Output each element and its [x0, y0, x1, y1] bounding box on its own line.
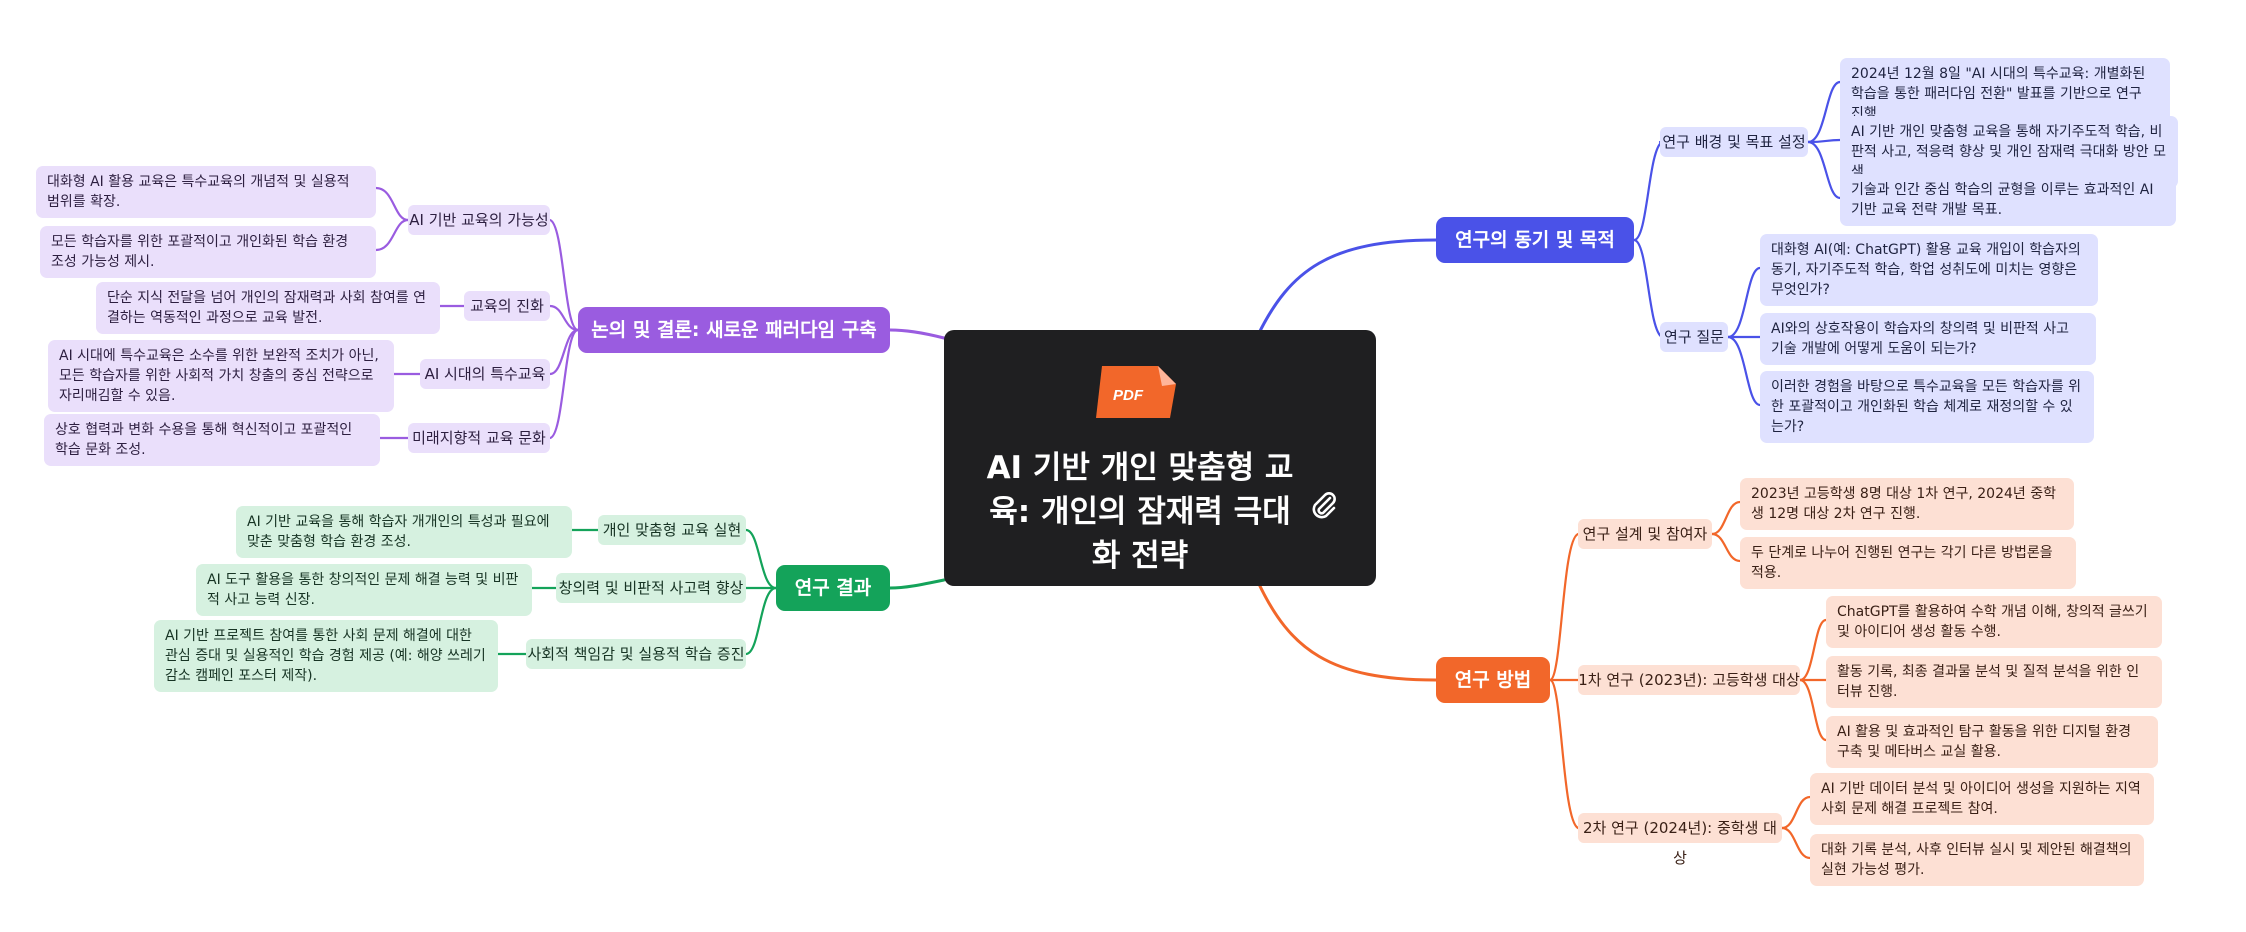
- branch-method[interactable]: 연구 방법: [1436, 657, 1550, 703]
- leaf-second-study-1[interactable]: AI 기반 데이터 분석 및 아이디어 생성을 지원하는 지역사회 문제 해결 …: [1810, 773, 2154, 825]
- leaf-discussion-1[interactable]: 대화형 AI 활용 교육은 특수교육의 개념적 및 실용적 범위를 확장.: [36, 166, 376, 218]
- branch-motivation[interactable]: 연구의 동기 및 목적: [1436, 217, 1634, 263]
- connector-results-sub3: [744, 586, 778, 656]
- branch-discussion[interactable]: 논의 및 결론: 새로운 패러다임 구축: [578, 307, 890, 353]
- leaf-motivation-3[interactable]: 기술과 인간 중심 학습의 균형을 이루는 효과적인 AI 기반 교육 전략 개…: [1840, 174, 2176, 226]
- connector-center-motivation: [1256, 238, 1438, 337]
- subtopic-research-design[interactable]: 연구 설계 및 참여자: [1578, 519, 1712, 549]
- leaf-question-1[interactable]: 대화형 AI(예: ChatGPT) 활용 교육 개입이 학습자의 동기, 자기…: [1760, 234, 2098, 306]
- leaf-discussion-4[interactable]: AI 시대에 특수교육은 소수를 위한 보완적 조치가 아닌, 모든 학습자를 …: [48, 340, 394, 412]
- paperclip-icon[interactable]: [1308, 490, 1340, 522]
- subtopic-research-background[interactable]: 연구 배경 및 목표 설정: [1660, 127, 1808, 157]
- leaf-result-3[interactable]: AI 기반 프로젝트 참여를 통한 사회 문제 해결에 대한 관심 증대 및 실…: [154, 620, 498, 692]
- subtopic-education-evolution[interactable]: 교육의 진화: [464, 291, 550, 321]
- subtopic-future-culture[interactable]: 미래지향적 교육 문화: [408, 423, 550, 453]
- subtopic-personalized-education[interactable]: 개인 맞춤형 교육 실현: [598, 515, 746, 545]
- leaf-discussion-5[interactable]: 상호 협력과 변화 수용을 통해 혁신적이고 포괄적인 학습 문화 조성.: [44, 414, 380, 466]
- subtopic-creativity[interactable]: 창의력 및 비판적 사고력 향상: [556, 573, 746, 603]
- leaf-question-2[interactable]: AI와의 상호작용이 학습자의 창의력 및 비판적 사고 기술 개발에 어떻게 …: [1760, 313, 2096, 365]
- leaf-result-1[interactable]: AI 기반 교육을 통해 학습자 개개인의 특성과 필요에 맞춘 맞춤형 학습 …: [236, 506, 572, 558]
- connector-center-discussion: [888, 328, 946, 340]
- connector-center-method: [1256, 580, 1438, 682]
- connector-motivation-sub1: [1632, 140, 1667, 242]
- subtopic-special-education[interactable]: AI 시대의 특수교육: [420, 359, 550, 389]
- leaf-second-study-2[interactable]: 대화 기록 분석, 사후 인터뷰 실시 및 제안된 해결책의 실현 가능성 평가…: [1810, 834, 2144, 886]
- connector-discussion-sub1: [548, 218, 580, 332]
- pdf-file-label: PDF: [1113, 387, 1144, 404]
- leaf-discussion-2[interactable]: 모든 학습자를 위한 포괄적이고 개인화된 학습 환경 조성 가능성 제시.: [40, 226, 376, 278]
- central-topic-title: AI 기반 개인 맞춤형 교육: 개인의 잠재력 극대화 전략: [986, 450, 1294, 574]
- leaf-question-3[interactable]: 이러한 경험을 바탕으로 특수교육을 모든 학습자를 위한 포괄적이고 개인화된…: [1760, 371, 2094, 443]
- connector-method-sub3: [1548, 678, 1580, 830]
- pdf-file-icon[interactable]: PDF: [1092, 362, 1180, 422]
- leaf-first-study-1[interactable]: ChatGPT를 활용하여 수학 개념 이해, 창의적 글쓰기 및 아이디어 생…: [1826, 596, 2162, 648]
- leaf-design-1[interactable]: 2023년 고등학생 8명 대상 1차 연구, 2024년 중학생 12명 대상…: [1740, 478, 2074, 530]
- connector-results-sub1: [744, 528, 778, 590]
- subtopic-first-study[interactable]: 1차 연구 (2023년): 고등학생 대상: [1578, 665, 1800, 695]
- connector-discussion-sub4: [548, 328, 580, 440]
- connector-method-sub1: [1548, 532, 1580, 682]
- leaf-result-2[interactable]: AI 도구 활용을 통한 창의적인 문제 해결 능력 및 비판적 사고 능력 신…: [196, 564, 532, 616]
- branch-results[interactable]: 연구 결과: [776, 565, 890, 611]
- subtopic-research-questions[interactable]: 연구 질문: [1660, 322, 1728, 352]
- subtopic-ai-possibility[interactable]: AI 기반 교육의 가능성: [408, 205, 550, 235]
- central-topic[interactable]: PDF AI 기반 개인 맞춤형 교육: 개인의 잠재력 극대화 전략: [944, 330, 1376, 586]
- leaf-discussion-3[interactable]: 단순 지식 전달을 넘어 개인의 잠재력과 사회 참여를 연결하는 역동적인 과…: [96, 282, 440, 334]
- leaf-design-2[interactable]: 두 단계로 나누어 진행된 연구는 각기 다른 방법론을 적용.: [1740, 537, 2076, 589]
- connector-discussion-sub2: [548, 304, 580, 332]
- leaf-first-study-3[interactable]: AI 활용 및 효과적인 탐구 활동을 위한 디지털 환경 구축 및 메타버스 …: [1826, 716, 2158, 768]
- connector-discussion-sub3: [548, 328, 580, 376]
- connector-motivation-sub2: [1632, 238, 1664, 339]
- subtopic-second-study[interactable]: 2차 연구 (2024년): 중학생 대상: [1578, 813, 1782, 867]
- connector-center-results: [888, 578, 946, 590]
- leaf-first-study-2[interactable]: 활동 기록, 최종 결과물 분석 및 질적 분석을 위한 인터뷰 진행.: [1826, 656, 2162, 708]
- subtopic-social-responsibility[interactable]: 사회적 책임감 및 실용적 학습 증진: [526, 639, 746, 669]
